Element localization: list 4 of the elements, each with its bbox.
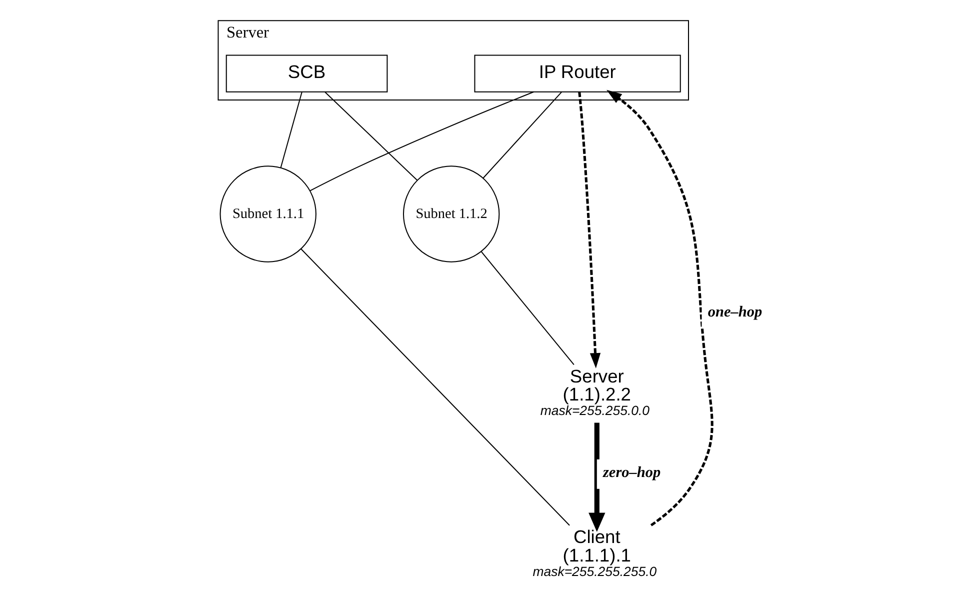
edge-label: zero–hop xyxy=(603,464,661,482)
node-text: Server (1.1).2.2 xyxy=(562,365,631,405)
node-text: Client (1.1.1).1 xyxy=(562,526,631,566)
edge-label: one–hop xyxy=(708,303,762,320)
